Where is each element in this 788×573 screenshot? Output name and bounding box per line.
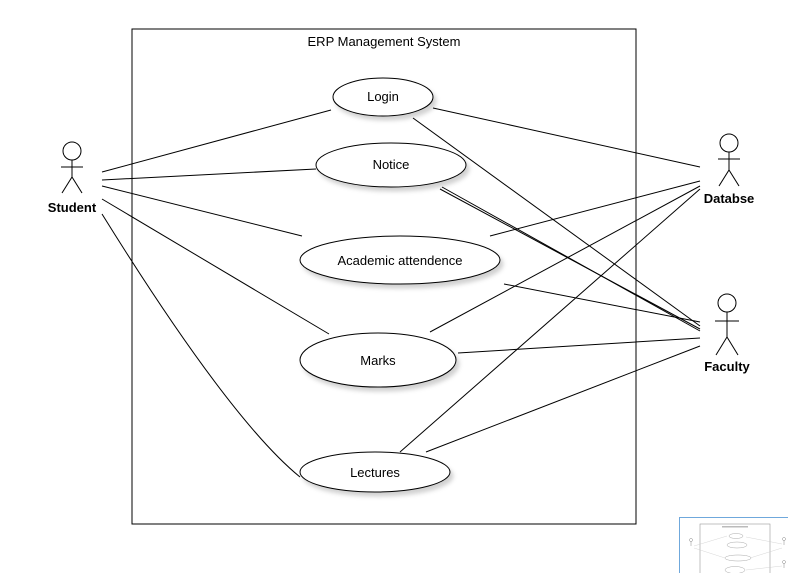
assoc-student-academic[interactable] (101, 185, 303, 237)
use-case-notice[interactable]: Notice (315, 142, 467, 188)
assoc-student-marks[interactable] (101, 198, 330, 335)
use-case-marks[interactable]: Marks (299, 332, 457, 388)
use-case-lectures-label: Lectures (350, 465, 400, 480)
actor-faculty-head (717, 293, 737, 313)
assoc-student-notice[interactable] (101, 168, 317, 181)
actor-database-head (719, 133, 739, 153)
actor-faculty-label: Faculty (704, 359, 750, 374)
use-case-login-label: Login (367, 89, 399, 104)
use-case-academic-attendence[interactable]: Academic attendence (299, 235, 501, 285)
assoc-login-database[interactable] (432, 107, 701, 168)
actor-student-label: Student (48, 200, 97, 215)
assoc-marks-faculty[interactable] (457, 337, 701, 354)
assoc-marks-database[interactable] (429, 185, 701, 333)
assoc-login-faculty[interactable] (412, 117, 701, 327)
assoc-lectures-database[interactable] (399, 188, 701, 453)
actor-student[interactable] (61, 141, 83, 194)
minimap-thumbnail (689, 523, 786, 573)
actor-faculty[interactable] (715, 293, 739, 356)
use-case-academic-attendence-label: Academic attendence (337, 253, 462, 268)
assoc-lectures-faculty[interactable] (425, 345, 701, 453)
use-case-lectures[interactable]: Lectures (299, 451, 451, 493)
system-title: ERP Management System (308, 34, 461, 49)
assoc-academic-faculty[interactable] (503, 283, 701, 323)
actor-student-head (62, 141, 82, 161)
associations (101, 107, 701, 478)
use-case-login[interactable]: Login (332, 77, 434, 117)
assoc-academic-database[interactable] (489, 180, 701, 237)
use-case-notice-label: Notice (373, 157, 410, 172)
minimap[interactable] (679, 517, 788, 573)
assoc-notice-faculty-2[interactable] (441, 186, 701, 332)
assoc-student-lectures[interactable] (101, 213, 301, 478)
actor-database-label: Databse (704, 191, 755, 206)
assoc-student-login[interactable] (101, 109, 332, 173)
actor-database[interactable] (718, 133, 740, 187)
use-case-marks-label: Marks (360, 353, 396, 368)
